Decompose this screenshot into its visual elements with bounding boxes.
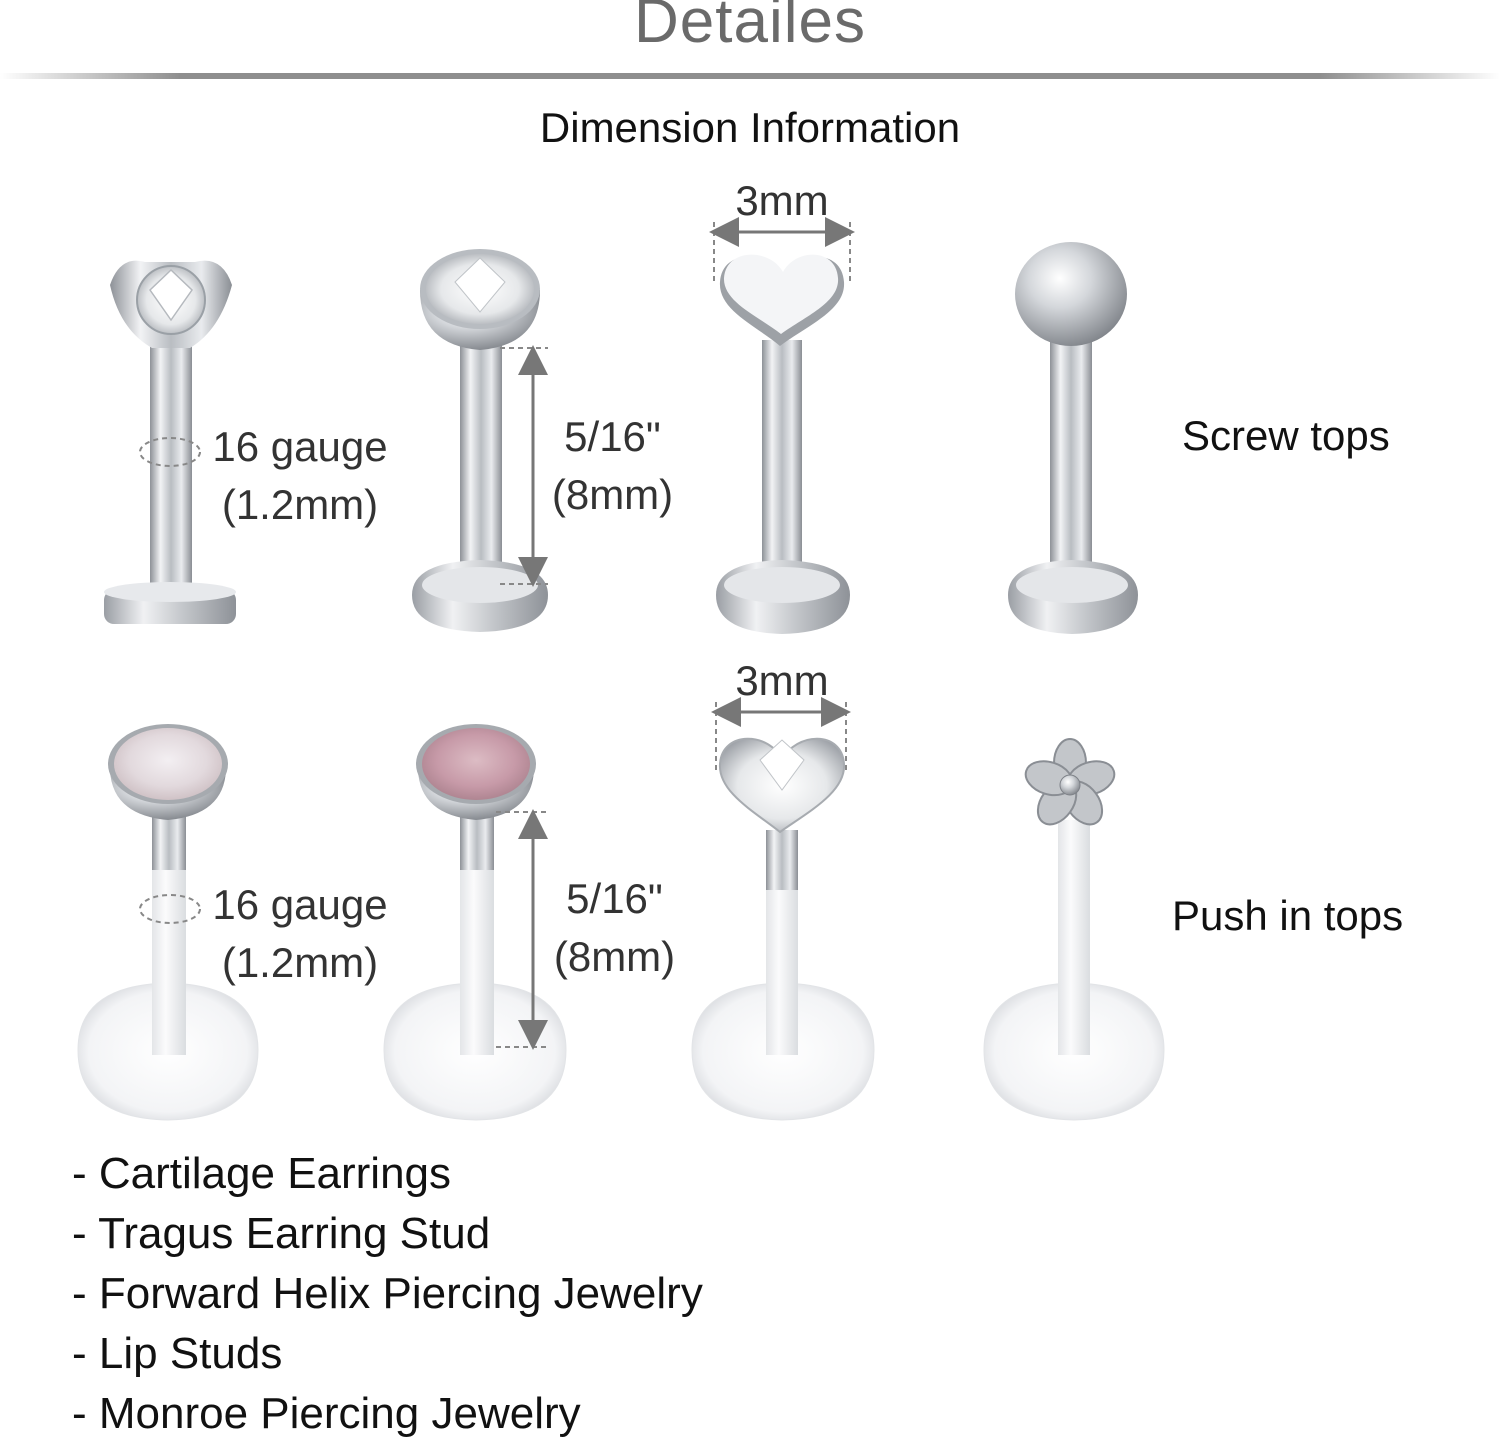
list-item: - Lip Studs: [72, 1329, 283, 1378]
width-marker: [711, 697, 851, 770]
gauge-marker: [139, 894, 201, 924]
length-marker: [500, 345, 548, 587]
length-metric: (8mm): [551, 471, 674, 518]
stud-ball: [1008, 242, 1138, 634]
stud-opal-pink: [383, 724, 567, 1121]
section-subtitle: Dimension Information: [539, 104, 961, 151]
row-label-screw-tops: Screw tops: [1182, 412, 1390, 459]
page-title: Detailes: [634, 0, 866, 56]
stud-opal-white: [77, 724, 259, 1121]
stud-prong-cz: [104, 260, 236, 624]
gauge-metric: (1.2mm): [221, 481, 379, 528]
length-metric: (8mm): [553, 933, 676, 980]
length-marker: [496, 809, 548, 1050]
gauge-metric: (1.2mm): [221, 939, 379, 986]
gauge-label: 16 gauge (1.2mm): [200, 418, 400, 534]
top-width-label: 3mm: [735, 657, 829, 704]
gauge-value: 16 gauge: [212, 881, 388, 928]
top-width-label: 3mm: [735, 177, 829, 224]
title-divider: [0, 73, 1500, 79]
length-label: 5/16" (8mm): [542, 870, 687, 986]
length-value: 5/16": [564, 413, 661, 460]
stud-cz-heart: [691, 737, 875, 1121]
gauge-value: 16 gauge: [212, 423, 388, 470]
length-value: 5/16": [566, 875, 663, 922]
list-item: - Monroe Piercing Jewelry: [72, 1389, 581, 1438]
width-marker: [709, 217, 855, 282]
stud-bezel-cz: [412, 249, 548, 632]
list-item: - Forward Helix Piercing Jewelry: [72, 1269, 703, 1318]
row-label-push-in-tops: Push in tops: [1172, 892, 1404, 939]
list-item: - Tragus Earring Stud: [72, 1209, 491, 1258]
list-item: - Cartilage Earrings: [72, 1149, 452, 1198]
length-label: 5/16" (8mm): [540, 408, 685, 524]
gauge-marker: [139, 437, 201, 467]
use-cases-list: - Cartilage Earrings - Tragus Earring St…: [72, 1144, 703, 1444]
gauge-label: 16 gauge (1.2mm): [200, 876, 400, 992]
stud-heart: [716, 254, 850, 634]
stud-flower: [983, 738, 1165, 1121]
